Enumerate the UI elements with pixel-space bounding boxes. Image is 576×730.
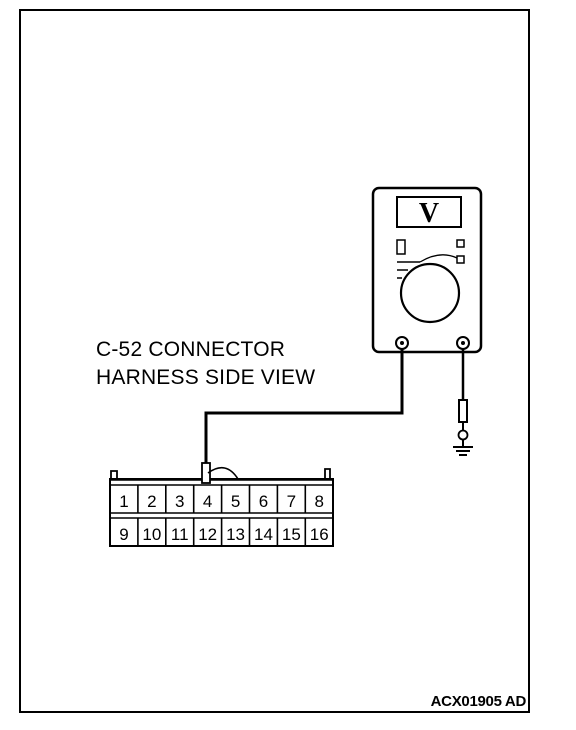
range-indicator-icon (396, 239, 406, 255)
pin-number-label: 9 (119, 525, 128, 544)
ground-icon (453, 446, 473, 456)
voltmeter-display (396, 196, 462, 228)
voltmeter-display-symbol: V (419, 198, 439, 229)
pin-number-label: 5 (231, 492, 240, 511)
pin-number-label: 11 (171, 525, 189, 544)
pin-number-label: 6 (259, 492, 268, 511)
ground-lead (453, 349, 473, 456)
connector-pin-4: 4 (192, 485, 212, 513)
connector-pin-15: 15 (276, 518, 301, 546)
connector-pin-5: 5 (220, 485, 240, 513)
connector-pin-7: 7 (276, 485, 296, 513)
pin-number-label: 1 (119, 492, 128, 511)
ground-probe (458, 399, 468, 423)
positive-test-lead (204, 349, 404, 468)
connector-pin-2: 2 (137, 485, 157, 513)
pin-number-label: 3 (175, 492, 184, 511)
connector-pin-11: 11 (165, 518, 189, 546)
pin-number-label: 4 (203, 492, 212, 511)
pin-number-label: 12 (198, 525, 217, 544)
connector-pin-1: 1 (119, 492, 128, 511)
diagram-frame (19, 9, 530, 713)
pin-number-label: 10 (142, 525, 161, 544)
pin-number-label: 14 (254, 525, 273, 544)
connector-title: C-52 CONNECTOR (96, 338, 286, 361)
connector-pin-10: 10 (137, 518, 161, 546)
connector-pin-9: 9 (119, 525, 128, 544)
voltmeter: V (371, 186, 483, 354)
pin-number-label: 13 (226, 525, 245, 544)
mode-indicator-icon (456, 255, 465, 264)
pin-number-label: 2 (147, 492, 156, 511)
pin-number-label: 8 (315, 492, 324, 511)
pin-number-label: 15 (282, 525, 301, 544)
connector-pin-12: 12 (192, 518, 217, 546)
mode-indicator-icon (456, 239, 465, 248)
connector-bottom-row: 9 10 11 12 13 14 15 16 (119, 518, 329, 546)
pin-number-label: 7 (287, 492, 296, 511)
pin-number-label: 16 (310, 525, 329, 544)
connector-pin-8: 8 (304, 485, 324, 513)
connector-pin-6: 6 (248, 485, 268, 513)
connector-pin-3: 3 (165, 485, 184, 513)
figure-code: ACX01905 AD (430, 693, 527, 710)
connector-subtitle: HARNESS SIDE VIEW (96, 366, 316, 389)
selector-dial[interactable] (399, 262, 461, 324)
connector-pin-14: 14 (248, 518, 273, 546)
connector-pin-13: 13 (220, 518, 245, 546)
connector-pin-16: 16 (304, 518, 329, 546)
probe-tip (201, 462, 211, 484)
